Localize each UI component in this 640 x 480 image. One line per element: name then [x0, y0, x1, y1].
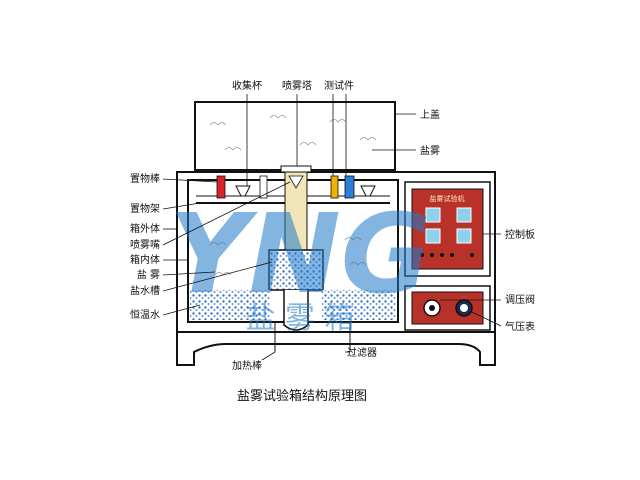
- label-top-cover: 上盖: [420, 108, 440, 121]
- test-piece-blue: [344, 175, 355, 199]
- label-filter: 过滤器: [347, 346, 377, 359]
- bottom-leader-lines: [261, 351, 350, 361]
- label-salt-fog-right: 盐雾: [420, 144, 440, 157]
- outer-box: [176, 171, 496, 333]
- collector-cup-right: [360, 185, 376, 197]
- indicator-lights: [420, 253, 474, 257]
- test-piece-yellow: [330, 175, 339, 199]
- base-frame: [176, 332, 496, 366]
- label-thermostatic-water: 恒温水: [130, 308, 160, 321]
- top-cover: [194, 101, 396, 171]
- test-piece-red: [216, 175, 226, 199]
- watermark-sub-text: 盐 雾 箱: [245, 301, 354, 336]
- meter-3: [425, 228, 441, 244]
- meter-4: [456, 228, 472, 244]
- salt-fog-clouds-top: [209, 115, 377, 151]
- label-inner-box: 箱内体: [130, 253, 160, 266]
- label-nozzle: 喷雾嘴: [130, 239, 160, 251]
- label-pressure-valve: 调压阀: [505, 293, 535, 306]
- top-leader-lines: [246, 94, 347, 186]
- reservoir-outlet: [283, 290, 309, 331]
- thermostatic-water-right: [322, 290, 396, 320]
- meter-1: [425, 207, 441, 223]
- control-panel-header: 盐雾试验机: [430, 194, 465, 203]
- thermostatic-water-left: [190, 290, 270, 320]
- collector-cup-left: [235, 185, 251, 197]
- label-rack-rod: 置物棒: [130, 172, 160, 185]
- label-pressure-gauge: 气压表: [505, 320, 535, 333]
- label-test-piece: 测试件: [324, 79, 354, 92]
- spray-tower-cap: [280, 165, 312, 173]
- meter-2: [456, 207, 472, 223]
- label-control-panel: 控制板: [505, 228, 535, 241]
- label-heating-rod: 加热棒: [232, 359, 262, 372]
- label-salt-fog-left: 盐 雾: [137, 268, 160, 281]
- label-salt-tank: 盐水槽: [130, 284, 160, 297]
- watermark-logo-text: YNG: [169, 190, 431, 318]
- label-spray-tower: 喷雾塔: [282, 79, 312, 92]
- salt-water-reservoir: [268, 249, 324, 291]
- right-leader-lines: [372, 113, 502, 327]
- left-leader-lines: [162, 178, 291, 316]
- watermark-logo: YNG 盐 雾 箱: [169, 190, 431, 336]
- spray-nozzle: [288, 175, 304, 189]
- label-outer-box: 箱外体: [130, 222, 160, 235]
- label-rack: 置物架: [130, 202, 160, 215]
- test-piece-white: [259, 175, 268, 199]
- diagram-caption: 盐雾试验箱结构原理图: [237, 388, 367, 404]
- label-collector-cup: 收集杯: [232, 79, 262, 92]
